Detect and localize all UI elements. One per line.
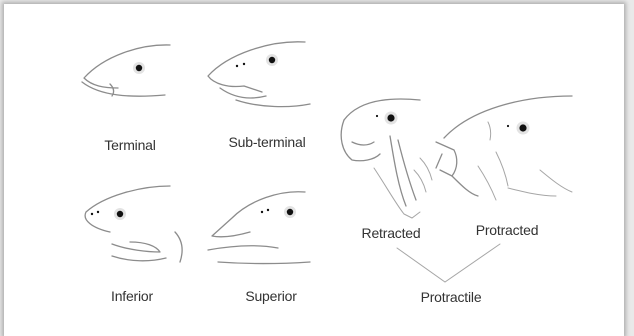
label-inferior: Inferior (111, 288, 153, 304)
label-superior: Superior (245, 288, 296, 304)
superior-head-drawing (208, 192, 310, 264)
terminal-head-drawing (82, 45, 170, 96)
inferior-head-drawing (85, 186, 182, 262)
sub-terminal-head-drawing (208, 42, 310, 107)
retracted-head-drawing (341, 99, 432, 218)
protracted-head-drawing (436, 96, 572, 200)
label-protractile: Protractile (421, 289, 482, 305)
label-retracted: Retracted (362, 225, 421, 241)
label-protracted: Protracted (476, 222, 539, 238)
label-sub-terminal: Sub-terminal (229, 134, 306, 150)
label-terminal: Terminal (104, 137, 155, 153)
protractile-bracket (397, 244, 500, 282)
